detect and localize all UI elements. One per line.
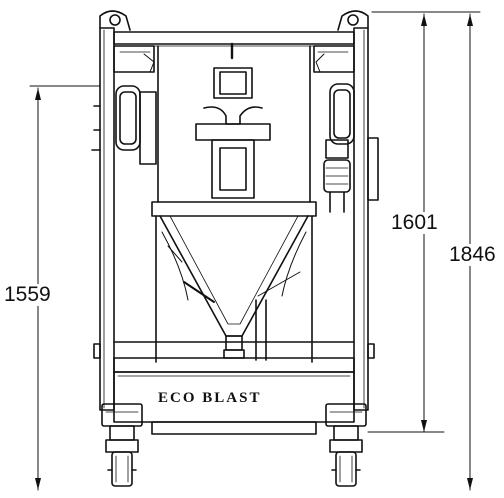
- dimension-label-inner-right: 1601: [390, 211, 439, 234]
- brand-label: ECO BLAST: [158, 390, 262, 406]
- dimension-label-outer-right: 1846: [448, 243, 497, 266]
- right-control-panel: [323, 83, 379, 213]
- left-castor-wheel: [101, 403, 143, 487]
- base-frame: [93, 341, 375, 435]
- blast-vessel: [157, 45, 311, 203]
- upper-brackets: [113, 42, 355, 73]
- left-handle: [91, 85, 157, 165]
- dimension-label-left: 1559: [3, 283, 52, 306]
- hopper: [151, 201, 317, 363]
- outer-frame: [99, 10, 369, 411]
- right-castor-wheel: [325, 403, 367, 487]
